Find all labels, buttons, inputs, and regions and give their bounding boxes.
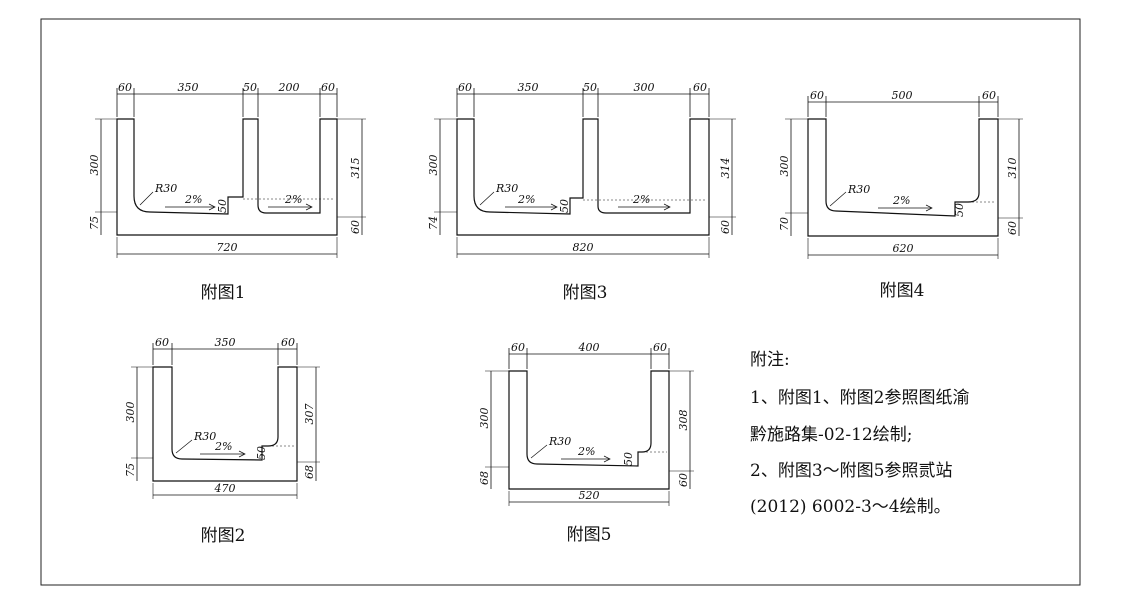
- figure-3: 60 350 50 300 60 300 74 314 60 820 R30 2…: [427, 81, 736, 303]
- figure-4-step-label: 50: [953, 203, 966, 217]
- figure-2-channel-outline: [152, 366, 298, 482]
- figure-1-slope-label-1: 2%: [184, 193, 202, 206]
- figure-1-caption: 附图1: [201, 283, 246, 303]
- figure-4-radius-label: R30: [847, 183, 870, 196]
- figure-3-slope-label-1: 2%: [517, 193, 535, 206]
- figure-4-dim-left-base: 70: [778, 217, 791, 231]
- figure-4-dim-overall-width: 620: [893, 242, 914, 255]
- figure-5-slope-label-1: 2%: [577, 445, 595, 458]
- figure-5-channel-outline: [508, 370, 670, 490]
- figure-3-caption: 附图3: [563, 283, 608, 303]
- figure-1-radius-label: R30: [154, 182, 177, 195]
- figure-2-dim-right-base: 68: [303, 465, 316, 479]
- figure-3-dim-left-base: 74: [427, 216, 440, 230]
- figure-5-dim-right-base: 60: [677, 473, 690, 487]
- figure-1-dim-right-height: 315: [349, 158, 362, 179]
- figure-3-dim-right-base: 60: [719, 220, 732, 234]
- figure-1-dim-left-height: 300: [88, 155, 101, 176]
- figure-2: 60 350 60 300 75 307 68 470 R30 2% 50 附图…: [124, 336, 320, 546]
- figure-5-dim-right-height: 308: [677, 410, 690, 431]
- figure-1-dim-top-2: 350: [178, 81, 199, 94]
- figure-4-dim-right-base: 60: [1006, 221, 1019, 235]
- figure-5-dim-left-base: 68: [478, 471, 491, 485]
- figure-4-channel-outline: [807, 118, 999, 237]
- figure-5-step-label: 50: [622, 452, 635, 466]
- figure-1: 60 350 50 200 60 300 75 315 60 720 R30 2…: [88, 81, 366, 303]
- figure-5-dim-top-3: 60: [653, 341, 667, 354]
- figure-3-dim-top-5: 60: [693, 81, 707, 94]
- figure-4-dim-right-height: 310: [1006, 158, 1019, 179]
- figure-2-caption: 附图2: [201, 526, 246, 546]
- figure-5-radius-label: R30: [548, 435, 571, 448]
- figure-2-dim-left-height: 300: [124, 402, 137, 423]
- notes-line-2: 黔施路集-02-12绘制;: [750, 425, 912, 445]
- figure-4-dim-top-2: 500: [892, 89, 913, 102]
- figure-2-dim-top-2: 350: [215, 336, 236, 349]
- figure-5-dim-top-1: 60: [511, 341, 525, 354]
- figure-1-dim-left-base: 75: [88, 216, 101, 230]
- figure-1-channel-outline: [116, 118, 338, 236]
- notes-line-4: (2012) 6002-3～4绘制。: [750, 497, 951, 517]
- figure-3-radius-label: R30: [495, 182, 518, 195]
- figure-3-step-label: 50: [558, 199, 571, 213]
- figure-4-dim-left-height: 300: [778, 156, 791, 177]
- figure-2-dim-left-base: 75: [124, 463, 137, 477]
- figure-5-dim-overall-width: 520: [579, 489, 600, 502]
- figure-2-radius-label: R30: [193, 430, 216, 443]
- notes-title: 附注:: [750, 350, 790, 370]
- drawing-frame: [40, 18, 1081, 586]
- figure-1-step-label: 50: [216, 199, 229, 213]
- notes-line-3: 2、附图3～附图5参照贰站: [750, 461, 952, 481]
- figure-1-dim-right-base: 60: [349, 220, 362, 234]
- figure-4: 60 500 60 300 70 310 60 620 R30 2% 50 附图…: [778, 89, 1023, 301]
- figure-1-dim-top-5: 60: [321, 81, 335, 94]
- figure-2-dim-right-height: 307: [303, 404, 316, 425]
- figure-5: 60 400 60 300 68 308 60 520 R30 2% 50 附图…: [478, 341, 694, 545]
- figure-1-dim-top-4: 200: [278, 81, 300, 94]
- figure-3-dim-overall-width: 820: [573, 241, 594, 254]
- figure-4-caption: 附图4: [880, 281, 925, 301]
- figure-3-dim-left-height: 300: [427, 155, 440, 176]
- figure-3-dim-top-3: 50: [583, 81, 597, 94]
- figure-3-dim-top-4: 300: [634, 81, 655, 94]
- figure-5-caption: 附图5: [567, 525, 612, 545]
- figure-3-slope-label-2: 2%: [632, 193, 650, 206]
- figure-1-dim-top-1: 60: [118, 81, 132, 94]
- figure-4-dim-top-3: 60: [982, 89, 996, 102]
- figure-3-channel-outline: [456, 118, 710, 236]
- figure-2-dim-top-3: 60: [281, 336, 295, 349]
- figure-1-slope-label-2: 2%: [284, 193, 302, 206]
- notes-line-1: 1、附图1、附图2参照图纸渝: [750, 388, 969, 408]
- figure-5-dim-top-2: 400: [578, 341, 600, 354]
- figure-3-dim-top-1: 60: [458, 81, 472, 94]
- notes-block: 附注: 1、附图1、附图2参照图纸渝 黔施路集-02-12绘制; 2、附图3～附…: [750, 350, 969, 517]
- figure-4-slope-label-1: 2%: [892, 194, 910, 207]
- figure-4-dim-top-1: 60: [810, 89, 824, 102]
- figure-1-dim-top-3: 50: [243, 81, 257, 94]
- figure-2-step-label: 50: [255, 446, 268, 460]
- figure-2-dim-top-1: 60: [155, 336, 169, 349]
- figure-5-dim-left-height: 300: [478, 408, 491, 429]
- figure-3-dim-right-height: 314: [719, 158, 732, 179]
- figure-1-dim-overall-width: 720: [217, 241, 238, 254]
- figure-2-dim-overall-width: 470: [214, 482, 236, 495]
- figure-2-slope-label-1: 2%: [214, 440, 232, 453]
- figure-3-dim-top-2: 350: [518, 81, 539, 94]
